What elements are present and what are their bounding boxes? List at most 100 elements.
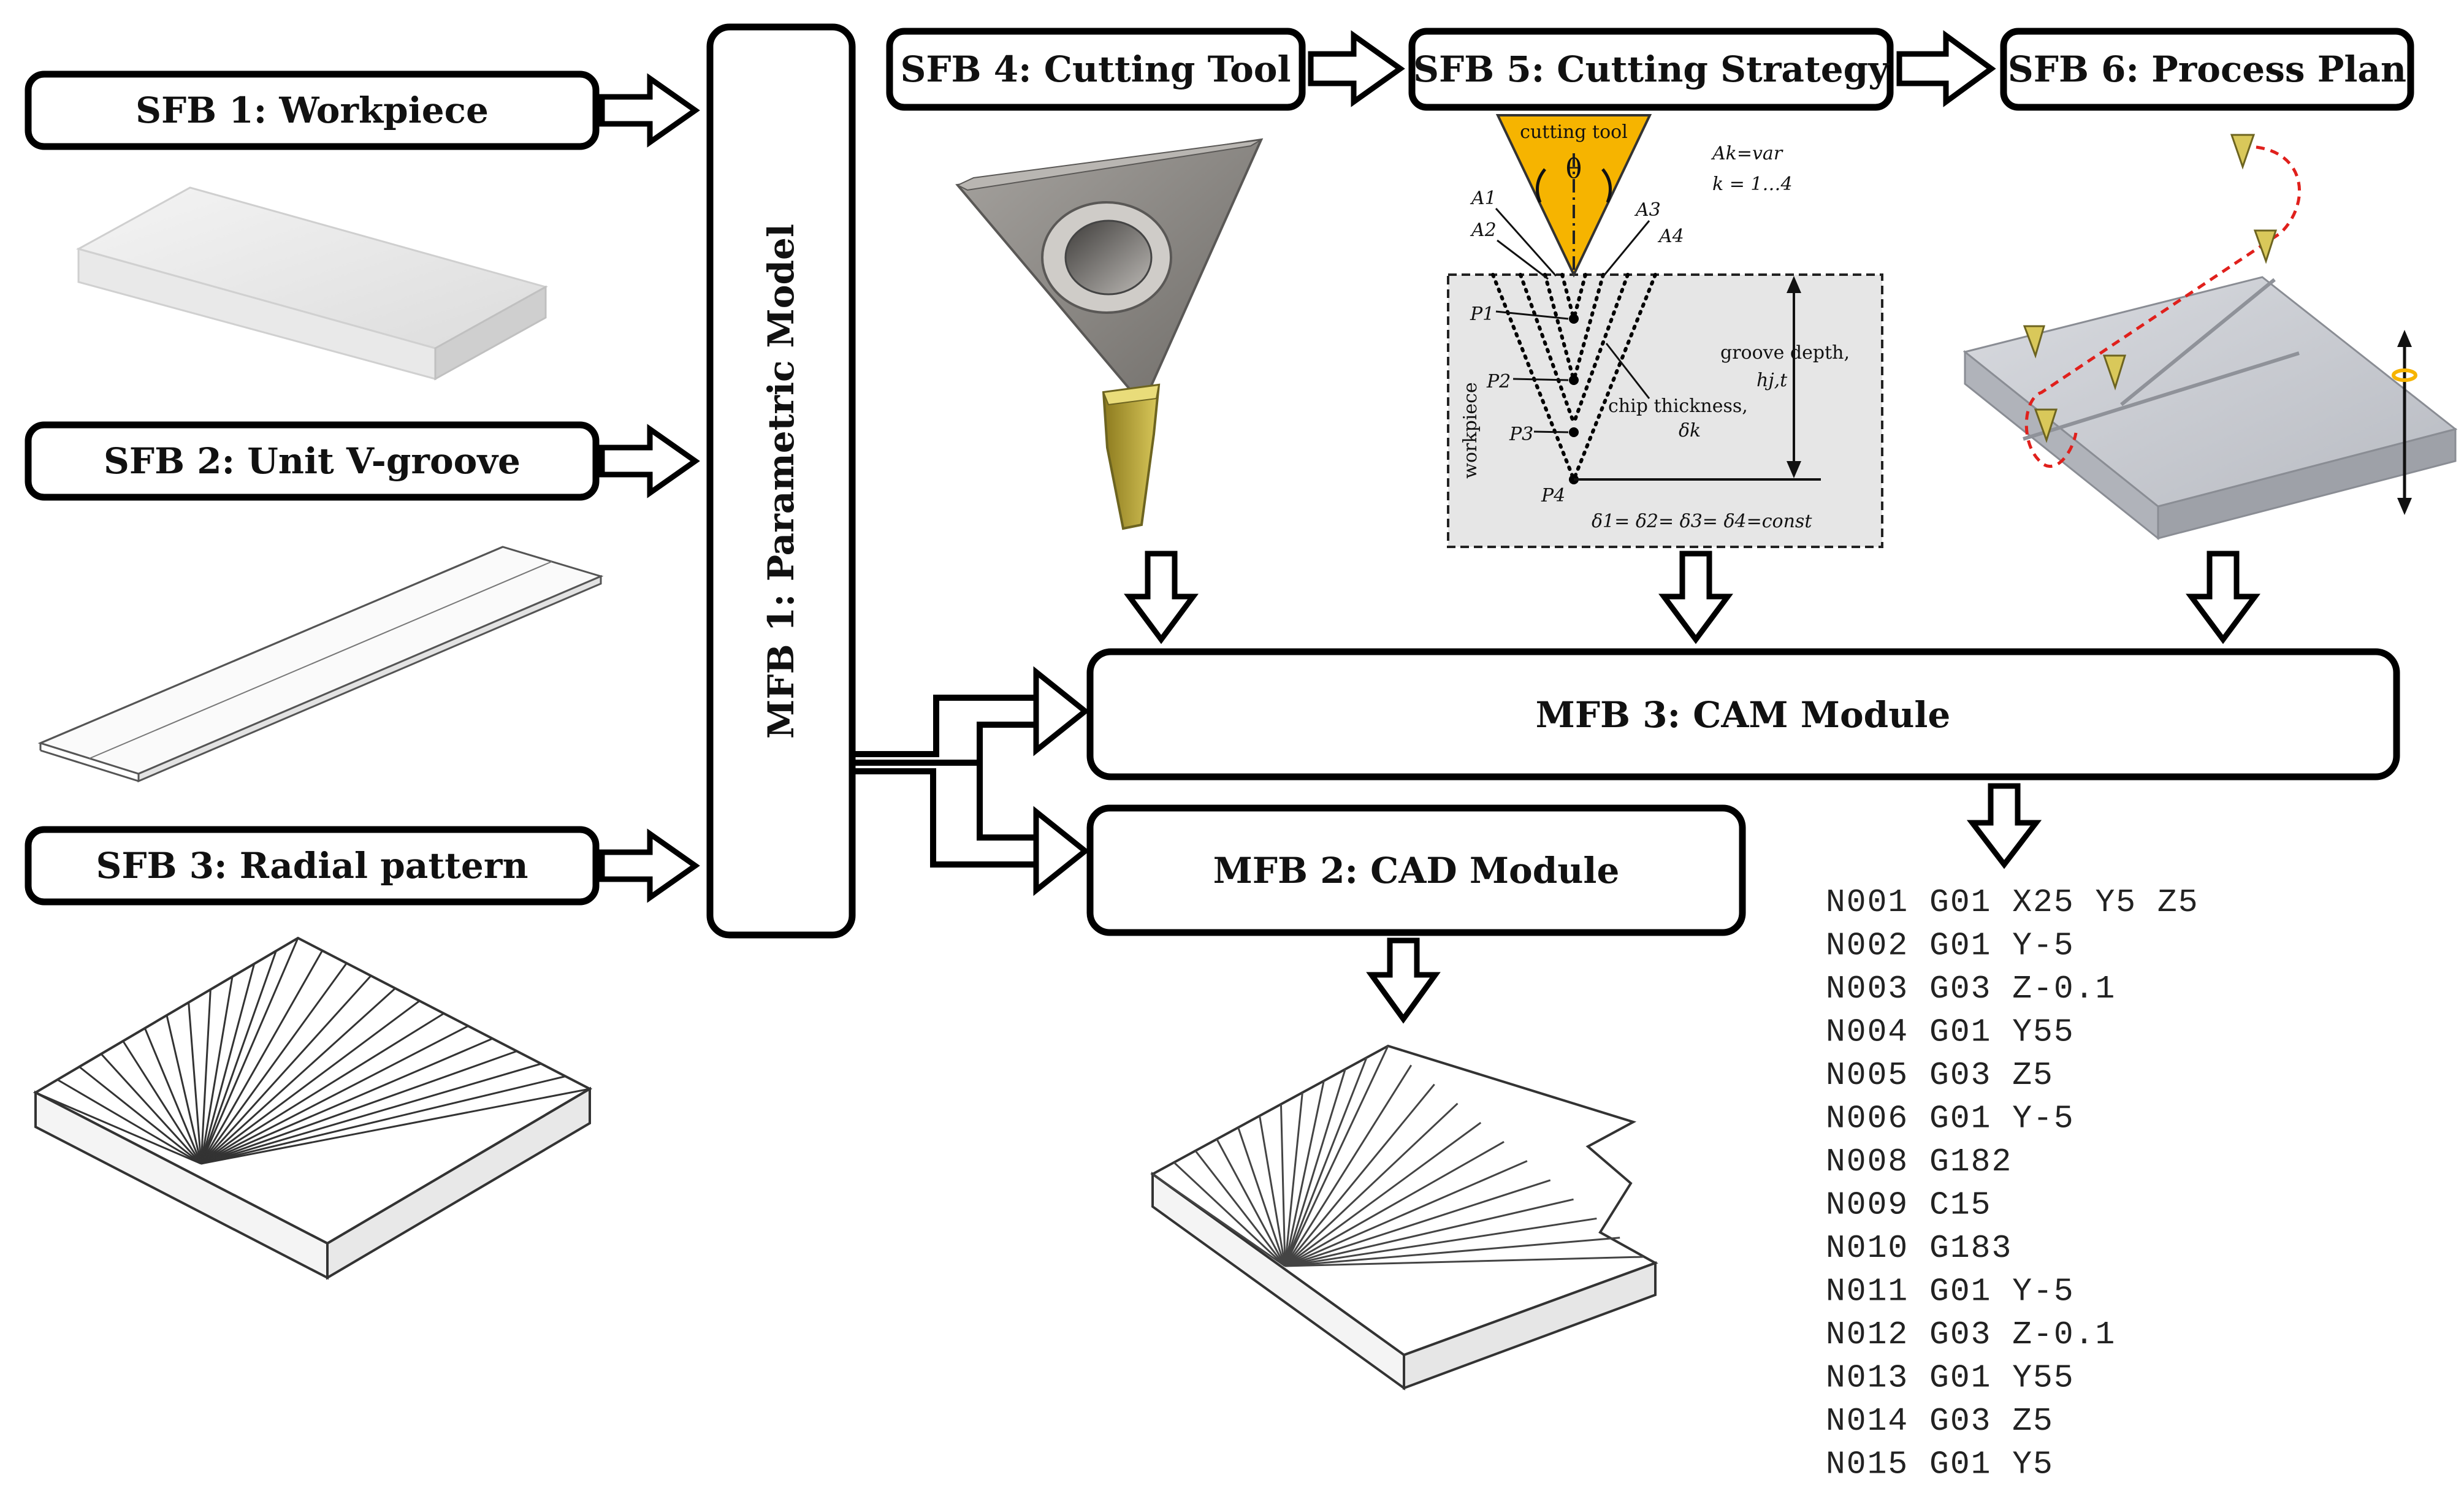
radial-groove-line xyxy=(166,1015,202,1164)
nc-code-line: N003 G03 Z-0.1 xyxy=(1826,971,2116,1007)
strategy-theta: θ xyxy=(1566,153,1582,185)
sfb6-label: SFB 6: Process Plan xyxy=(2008,48,2406,90)
radial-groove-line xyxy=(200,1025,469,1165)
sfb2-label: SFB 2: Unit V-groove xyxy=(104,440,521,482)
tool-markers xyxy=(2023,134,2278,443)
nc-code-line: N004 G01 Y55 xyxy=(1826,1014,2075,1051)
arrow-sfb5-to-sfb6 xyxy=(1896,30,1996,107)
radial-groove-line xyxy=(200,1037,493,1165)
cutting-strategy-figure: cutting tool θ Ak=var k = 1…4 A1 A2 A3 A… xyxy=(1447,114,1883,548)
sfb4-box xyxy=(886,28,1306,111)
radial-groove-line xyxy=(200,950,277,1164)
strategy-a3: A3 xyxy=(1634,199,1661,221)
mfb2-box xyxy=(1086,804,1746,936)
nc-code-line: N006 G01 Y-5 xyxy=(1826,1101,2075,1137)
mfb1-block: MFB 1: Parametric Model xyxy=(706,23,856,939)
radial-groove-line xyxy=(200,987,396,1165)
radial-groove-line xyxy=(200,1050,517,1165)
mfb1-box xyxy=(706,23,856,939)
strategy-a2: A2 xyxy=(1470,219,1497,241)
arrow-plan-to-cam xyxy=(2186,551,2260,644)
sfb4-label: SFB 4: Cutting Tool xyxy=(900,48,1291,90)
nc-code-line: N011 G01 Y-5 xyxy=(1826,1273,2075,1310)
arrow-to-mfb2 xyxy=(1033,806,1090,896)
radial-groove-line xyxy=(122,1040,202,1164)
radial-pattern-illustration xyxy=(32,936,593,1280)
radial-groove-line xyxy=(56,1078,202,1165)
cad-groove-line xyxy=(1284,1256,1644,1267)
sfb3-block: SFB 3: Radial pattern xyxy=(25,826,600,906)
nc-code-line: N014 G03 Z5 xyxy=(1826,1403,2054,1440)
mfb1-output-connectors xyxy=(855,666,1090,896)
cad-groove-line xyxy=(1152,1173,1286,1267)
mfb2-label: MFB 2: CAD Module xyxy=(1213,850,1620,891)
cad-groove-line xyxy=(1284,1083,1435,1267)
nc-code-line: N012 G03 Z-0.1 xyxy=(1826,1316,2116,1353)
strategy-p3: P3 xyxy=(1509,424,1533,445)
strategy-k-range: k = 1…4 xyxy=(1712,174,1793,195)
process-plan-illustration xyxy=(1962,134,2458,541)
strategy-groove-depth: groove depth, xyxy=(1720,342,1850,364)
arrow-strategy-to-cam xyxy=(1658,551,1733,644)
sfb2-block: SFB 2: Unit V-groove xyxy=(25,421,600,501)
radial-groove-line xyxy=(100,1053,202,1165)
radial-groove-line xyxy=(200,1000,421,1165)
cad-groove-line xyxy=(1284,1141,1505,1267)
arrow-sfb4-to-sfb5 xyxy=(1308,30,1405,107)
cad-groove-line xyxy=(1259,1115,1286,1267)
arrow-cad-to-model xyxy=(1366,937,1441,1024)
cad-groove-line xyxy=(1280,1104,1286,1267)
strategy-ak: Ak=var xyxy=(1711,143,1783,164)
cad-groove-line xyxy=(1284,1121,1482,1267)
cad-groove-line xyxy=(1284,1045,1389,1267)
cad-groove-line xyxy=(1284,1179,1551,1267)
cad-groove-line xyxy=(1284,1080,1325,1267)
sfb5-label: SFB 5: Cutting Strategy xyxy=(1413,48,1890,90)
radial-groove-line xyxy=(78,1066,202,1165)
nc-code-line: N015 G01 Y5 xyxy=(1826,1446,2054,1483)
cad-groove-line xyxy=(1284,1160,1528,1267)
strategy-chip-sym: δk xyxy=(1679,420,1701,441)
strategy-workpiece-label: workpiece xyxy=(1460,382,1481,478)
sfb1-box xyxy=(25,71,600,150)
cad-groove-line xyxy=(1216,1139,1286,1267)
strategy-p2: P2 xyxy=(1486,371,1511,392)
strategy-p4: P4 xyxy=(1541,485,1565,506)
nc-code-line: N009 C15 xyxy=(1826,1187,1991,1224)
strategy-delta-eq: δ1= δ2= δ3= δ4=const xyxy=(1592,511,1812,532)
radial-groove-line xyxy=(188,1002,202,1164)
sfb4-block: SFB 4: Cutting Tool xyxy=(886,28,1306,111)
sfb3-box xyxy=(25,826,600,906)
strategy-p1: P1 xyxy=(1470,303,1494,325)
radial-groove-line xyxy=(200,950,323,1164)
cad-groove-line xyxy=(1173,1161,1286,1267)
nc-code-line: N002 G01 Y-5 xyxy=(1826,928,2075,964)
sfb5-box xyxy=(1408,28,1894,111)
cad-groove-line xyxy=(1284,1064,1413,1267)
sfb1-label: SFB 1: Workpiece xyxy=(135,90,489,131)
sfb6-block: SFB 6: Process Plan xyxy=(2000,28,2414,111)
radial-groove-line xyxy=(200,1063,542,1165)
strategy-groove-sym: hj,t xyxy=(1756,370,1788,391)
arrow-to-mfb3 xyxy=(1033,666,1090,757)
cad-result-illustration xyxy=(1150,1044,1658,1391)
nc-code-line: N005 G03 Z5 xyxy=(1826,1057,2054,1094)
cad-groove-line xyxy=(1284,1198,1574,1267)
cad-groove-line xyxy=(1284,1102,1459,1267)
arrow-sfb3-to-mfb1 xyxy=(599,828,700,903)
strategy-a1: A1 xyxy=(1470,188,1497,209)
sfb6-box xyxy=(2000,28,2414,111)
strategy-tool-shape xyxy=(1495,114,1652,278)
mfb3-label: MFB 3: CAM Module xyxy=(1536,694,1951,736)
cad-groove-line xyxy=(1284,1237,1620,1267)
radial-groove-line xyxy=(200,1075,566,1165)
mfb3-box xyxy=(1086,648,2400,780)
sfb1-block: SFB 1: Workpiece xyxy=(25,71,600,150)
strategy-a4: A4 xyxy=(1657,226,1684,247)
strategy-workpiece-rect xyxy=(1447,273,1883,548)
nc-code-line: N013 G01 Y55 xyxy=(1826,1360,2075,1397)
cad-groove-line xyxy=(1194,1150,1286,1267)
radial-groove-line xyxy=(200,975,372,1165)
cad-groove-line xyxy=(1284,1092,1303,1267)
